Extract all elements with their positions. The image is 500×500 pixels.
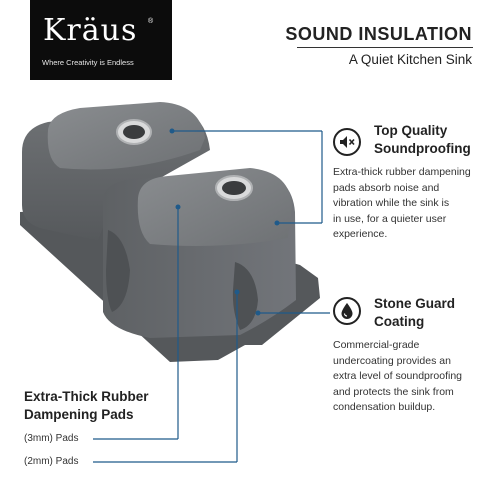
logo-wordmark: Kräus — [43, 13, 138, 48]
header-divider — [297, 47, 473, 48]
callout-dot — [169, 128, 175, 134]
pad-label-2mm: (2mm) Pads — [24, 456, 79, 467]
page-title: SOUND INSULATION — [285, 24, 472, 44]
logo-tagline: Where Creativity is Endless — [42, 58, 134, 67]
callout-dot — [255, 310, 261, 316]
water-drop-icon — [333, 297, 361, 325]
feature-title-soundproofing: Top Quality Soundproofing — [374, 123, 471, 156]
speaker-mute-icon — [333, 128, 361, 156]
feature-body-coating: Commercial-grade undercoating provides a… — [333, 339, 462, 413]
feature-body-soundproofing: Extra-thick rubber dampening pads absorb… — [333, 166, 471, 240]
right-bowl — [102, 168, 296, 338]
pad-label-3mm: (3mm) Pads — [24, 433, 79, 444]
callout-dot — [175, 204, 181, 210]
callout-dot — [234, 289, 240, 295]
page-subtitle: A Quiet Kitchen Sink — [348, 52, 472, 67]
feature-title-coating: Stone Guard Coating — [374, 296, 456, 329]
brand-logo: Kräus ® Where Creativity is Endless — [30, 0, 172, 80]
registered-mark: ® — [148, 18, 154, 25]
left-bowl — [22, 102, 210, 240]
pads-title: Extra-Thick Rubber Dampening Pads — [24, 389, 149, 422]
callout-dot — [274, 220, 280, 226]
